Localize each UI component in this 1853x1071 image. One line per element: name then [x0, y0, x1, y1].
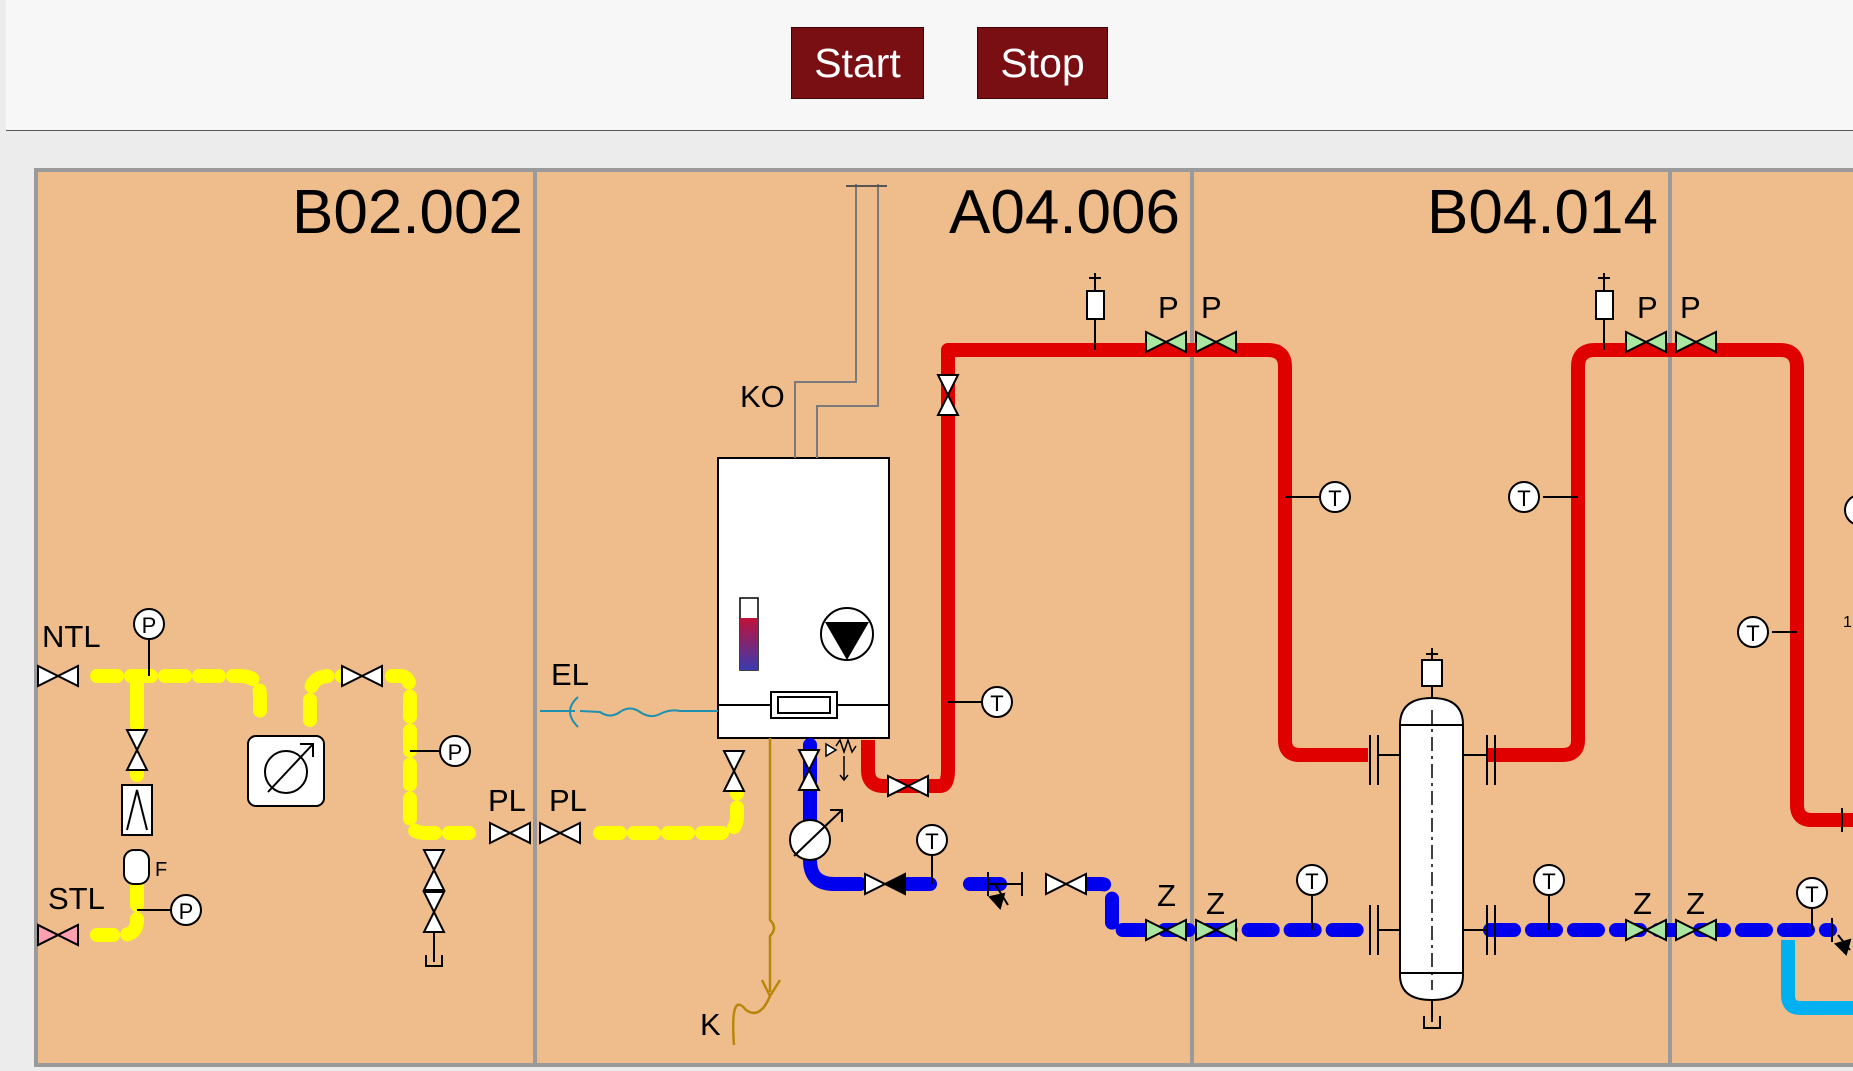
room-b02-002	[34, 168, 537, 1067]
stop-button[interactable]: Stop	[977, 27, 1108, 99]
stl-label: STL	[48, 881, 105, 916]
f-label: F	[155, 859, 167, 881]
temperature-sensor-icon	[1737, 616, 1769, 648]
pressure-gauge-icon	[170, 894, 202, 926]
temperature-sensor-icon	[1319, 481, 1351, 513]
condensate-line	[731, 738, 782, 1046]
temperature-sensor-icon	[1796, 877, 1828, 909]
sensor-partial-icon	[1844, 495, 1853, 525]
ko-label: KO	[740, 379, 785, 414]
svg-text:T: T	[1328, 486, 1341, 511]
electric-cable	[540, 696, 718, 728]
z-label-1: Z	[1157, 878, 1176, 913]
air-vent-icon	[1421, 659, 1443, 687]
svg-text:T: T	[1805, 882, 1818, 907]
toolbar: Start Stop	[6, 0, 1853, 131]
svg-text:T: T	[1305, 869, 1318, 894]
start-button[interactable]: Start	[791, 27, 924, 99]
temperature-sensor-icon	[916, 824, 948, 856]
hydraulic-separator[interactable]	[1369, 648, 1843, 1029]
ntl-label: NTL	[42, 619, 101, 654]
svg-text:T: T	[990, 691, 1003, 716]
pressure-gauge-icon	[439, 735, 471, 767]
p-label-2: P	[1201, 290, 1222, 325]
return-components: T Z Z T T Z Z T	[789, 737, 1852, 956]
gas-line	[90, 669, 744, 942]
svg-text:T: T	[1517, 486, 1530, 511]
k-label: K	[700, 1007, 721, 1042]
svg-text:T: T	[925, 829, 938, 854]
strainer-icon	[1831, 918, 1852, 956]
room-label-b02-002: B02.002	[292, 178, 523, 247]
air-vent-icon	[1086, 290, 1105, 320]
safety-valve-icon	[825, 737, 857, 782]
pl-label-1: PL	[488, 783, 526, 818]
z-label-3: Z	[1633, 886, 1652, 921]
boiler-display	[770, 691, 838, 719]
svg-text:T: T	[1542, 869, 1555, 894]
room-partial	[1668, 168, 1853, 1067]
pl-label-2: PL	[549, 783, 587, 818]
room-label-b04-014: B04.014	[1427, 178, 1658, 247]
z-label-2: Z	[1206, 886, 1225, 921]
gas-components: NTL P F STL P P PL PL	[37, 608, 745, 967]
el-label: EL	[551, 657, 589, 692]
gas-regulator-icon	[123, 849, 150, 885]
temperature-sensor-icon	[981, 686, 1013, 718]
room-label-a04-006: A04.006	[949, 178, 1180, 247]
svg-text:P: P	[142, 613, 157, 638]
partial-label: 1	[1843, 614, 1852, 631]
svg-text:P: P	[448, 740, 463, 765]
strainer-icon	[987, 872, 1023, 911]
svg-text:P: P	[179, 899, 194, 924]
temperature-sensor-icon	[1296, 864, 1328, 896]
air-vent-icon	[1595, 290, 1614, 320]
boiler[interactable]	[717, 457, 890, 739]
pressure-gauge-icon	[133, 608, 165, 640]
p-label-4: P	[1680, 290, 1701, 325]
svg-text:T: T	[1746, 621, 1759, 646]
return-line-light	[1781, 940, 1853, 1015]
expansion-pump-icon	[789, 809, 843, 861]
z-label-4: Z	[1686, 886, 1705, 921]
flue-pipe	[794, 184, 887, 458]
temperature-sensor-icon	[1508, 481, 1540, 513]
temperature-sensor-icon	[1533, 864, 1565, 896]
p-label-3: P	[1637, 290, 1658, 325]
room-panels	[34, 168, 1853, 1067]
supply-components: T P P T T P P T 1	[887, 273, 1853, 797]
supply-line	[861, 343, 1853, 827]
p-label-1: P	[1158, 290, 1179, 325]
